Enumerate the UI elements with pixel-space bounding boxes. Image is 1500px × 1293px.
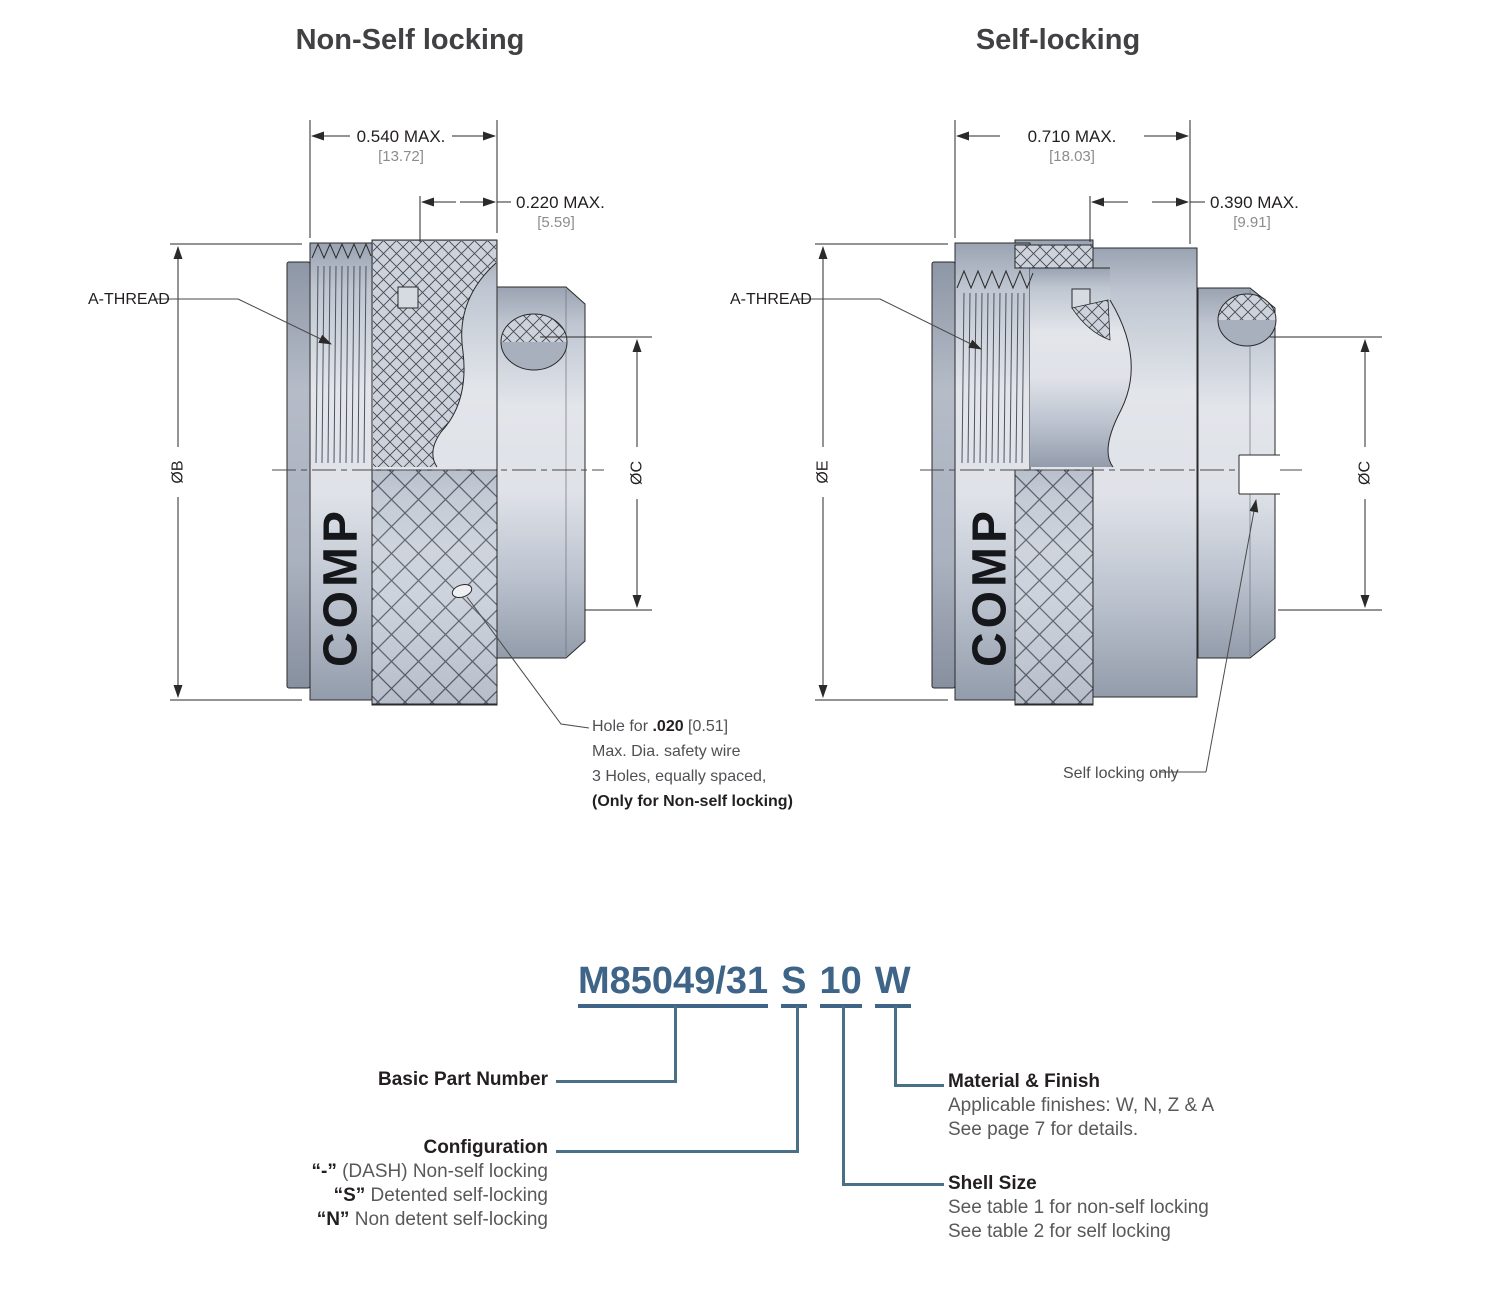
left-dimension-texts: 0.540 MAX. [13.72] 0.220 MAX. [5.59] A-T… <box>88 127 646 485</box>
configuration-option-s: “S” Detented self-locking <box>333 1185 548 1206</box>
right-dia-flange-label: ØC <box>1357 461 1374 485</box>
line-configuration <box>556 1006 799 1153</box>
hole-note-line3: 3 Holes, equally spaced, <box>592 768 767 785</box>
right-view-title: Self-locking <box>975 24 1141 56</box>
configuration-option-dash: “-” (DASH) Non-self locking <box>311 1161 549 1182</box>
left-body-engraving: COMP <box>315 507 368 667</box>
right-thread-lines <box>961 292 1025 464</box>
part-number-finish: W <box>874 962 911 1008</box>
right-flange <box>1197 287 1276 659</box>
right-detent-slot <box>1238 454 1280 495</box>
shell-size-line2: See table 2 for self locking <box>948 1221 1171 1242</box>
left-thread-crests <box>311 242 372 260</box>
shell-size-line1: See table 1 for non-self locking <box>948 1197 1209 1218</box>
right-dimensions <box>796 120 1382 773</box>
technical-drawing: COMP <box>88 120 1382 782</box>
right-body-engraving: COMP <box>964 507 1017 667</box>
right-break-curve <box>1107 299 1132 468</box>
part-number-basic: M85049/31 <box>578 962 769 1008</box>
right-dim-front: 0.390 MAX. <box>1210 193 1299 212</box>
left-view-title: Non-Self locking <box>295 24 525 56</box>
configuration-label: Configuration <box>423 1137 548 1158</box>
left-spring-ellipse-bottom <box>501 342 567 370</box>
left-thread-lines <box>315 265 367 464</box>
left-thread-label: A-THREAD <box>88 291 170 308</box>
material-finish-line2: See page 7 for details. <box>948 1119 1139 1140</box>
left-dim-total-mm: [13.72] <box>378 148 424 165</box>
shell-size-label: Shell Size <box>948 1173 1037 1194</box>
hole-note: Hole for .020 [0.51] Max. Dia. safety wi… <box>592 714 793 814</box>
left-view: COMP <box>88 120 652 729</box>
left-dim-front: 0.220 MAX. <box>516 193 605 212</box>
right-dim-total-mm: [18.03] <box>1049 148 1095 165</box>
left-thread-relief <box>397 286 419 309</box>
line-material-finish <box>894 1006 944 1087</box>
left-connector-body <box>272 239 604 706</box>
right-view: COMP <box>730 120 1382 782</box>
hole-note-line4: (Only for Non-self locking) <box>592 793 793 810</box>
basic-part-number-label: Basic Part Number <box>377 1069 548 1090</box>
configuration-options: “-” (DASH) Non-self locking “S” Detented… <box>248 1160 549 1232</box>
right-spring-ellipse-hatch <box>1218 294 1276 320</box>
hole-note-line2: Max. Dia. safety wire <box>592 743 741 760</box>
left-dim-total: 0.540 MAX. <box>357 127 446 146</box>
material-finish-line1: Applicable finishes: W, N, Z & A <box>948 1095 1215 1116</box>
right-wedge-hatch <box>1071 299 1111 341</box>
configuration-option-n: “N” Non detent self-locking <box>316 1209 548 1230</box>
left-flange <box>496 286 586 659</box>
material-finish-block: Material & Finish Applicable finishes: W… <box>948 1070 1278 1142</box>
part-number-shell-size: 10 <box>819 962 862 1008</box>
right-thread-crests <box>956 269 1034 290</box>
right-spring-ellipse-bottom <box>1218 320 1276 346</box>
right-dia-outer-label: ØE <box>815 460 832 483</box>
shell-size-block: Shell Size See table 1 for non-self lock… <box>948 1172 1278 1244</box>
left-spring-ellipse-hatch <box>501 314 567 342</box>
part-number: M85049/31 S 10 W <box>578 962 911 1008</box>
material-finish-label: Material & Finish <box>948 1071 1101 1092</box>
left-dia-outer-label: ØB <box>170 460 187 483</box>
line-basic-part-number <box>556 1006 677 1083</box>
left-back-ring <box>286 261 311 689</box>
right-connector-body <box>920 239 1302 706</box>
right-dim-total: 0.710 MAX. <box>1028 127 1117 146</box>
self-locking-note: Self locking only <box>1063 765 1179 782</box>
left-dia-flange-label: ØC <box>629 461 646 485</box>
part-number-configuration: S <box>781 962 807 1008</box>
right-dim-front-mm: [9.91] <box>1233 214 1271 231</box>
right-thread-label: A-THREAD <box>730 291 812 308</box>
line-shell-size <box>842 1006 944 1186</box>
left-safety-wire-hole <box>451 584 473 598</box>
hole-note-line1: Hole for .020 [0.51] <box>592 718 729 735</box>
left-dim-front-mm: [5.59] <box>537 214 575 231</box>
right-section-hatch-strip <box>1014 244 1094 269</box>
left-break-curve <box>432 262 497 468</box>
left-dimensions <box>154 120 652 729</box>
right-dimension-texts: 0.710 MAX. [18.03] 0.390 MAX. [9.91] A-T… <box>730 127 1374 782</box>
